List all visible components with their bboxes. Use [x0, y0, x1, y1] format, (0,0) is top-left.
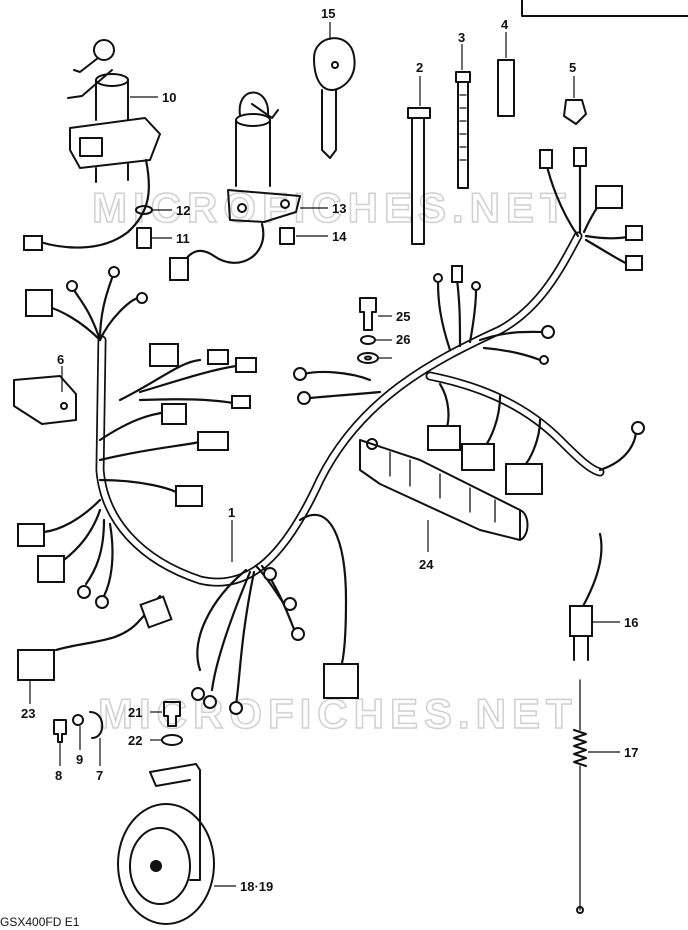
- callout-7: 7: [96, 768, 103, 783]
- washer-9: [72, 714, 84, 726]
- callout-1: 1: [228, 505, 235, 520]
- callout-4: 4: [501, 17, 509, 32]
- connector-holder-23: [359, 438, 529, 541]
- footer-code: GSX400FD E1: [0, 915, 80, 929]
- clip-4: [497, 59, 515, 117]
- watermark-top: MICROFICHES.NET: [92, 184, 572, 231]
- connector-22: [17, 649, 55, 681]
- callout-8: 8: [55, 768, 62, 783]
- callout-13: 13: [332, 201, 346, 216]
- nut-11: [136, 227, 152, 249]
- callout-17: 17: [624, 745, 638, 760]
- cable-tie-2: [407, 107, 431, 245]
- callout-9: 9: [76, 752, 83, 767]
- callout-23: 24: [419, 557, 434, 572]
- callout-6: 6: [57, 352, 64, 367]
- bolt-20: [163, 701, 181, 727]
- callout-10: 10: [162, 90, 176, 105]
- connector-bottom: [323, 663, 359, 699]
- clip-7: [89, 711, 104, 739]
- wiring-harness: [17, 147, 645, 715]
- callout-3: 3: [458, 30, 465, 45]
- callout-11: 11: [176, 231, 190, 246]
- callout-20: 21: [128, 705, 142, 720]
- callout-18-19: 18·19: [240, 879, 273, 894]
- callout-16: 16: [624, 615, 638, 630]
- callout-24: 25: [396, 309, 410, 324]
- cable-tie-3: [455, 71, 471, 189]
- callout-25: 26: [396, 332, 410, 347]
- steering-lock: [169, 91, 301, 281]
- callout-5: 5: [569, 60, 576, 75]
- screw-14: [279, 227, 295, 245]
- callout-21: 22: [128, 733, 142, 748]
- bolt-24: [359, 297, 377, 331]
- callout-12: 12: [176, 203, 190, 218]
- connector-top-left: [25, 289, 53, 317]
- clamp-5: [563, 99, 587, 125]
- callout-14: 14: [332, 229, 347, 244]
- key-blank: [313, 37, 356, 159]
- horn: [117, 763, 215, 925]
- callout-22: 23: [21, 706, 35, 721]
- screw-8: [53, 719, 67, 743]
- callout-2: 2: [416, 60, 423, 75]
- washer-26: [357, 352, 379, 364]
- washer-25: [360, 335, 376, 345]
- ignition-switch: [23, 39, 161, 251]
- bracket-6: [13, 375, 77, 425]
- header-box-corner: [521, 0, 688, 17]
- callout-15: 15: [321, 6, 335, 21]
- speedometer-cable-parts: [569, 532, 603, 914]
